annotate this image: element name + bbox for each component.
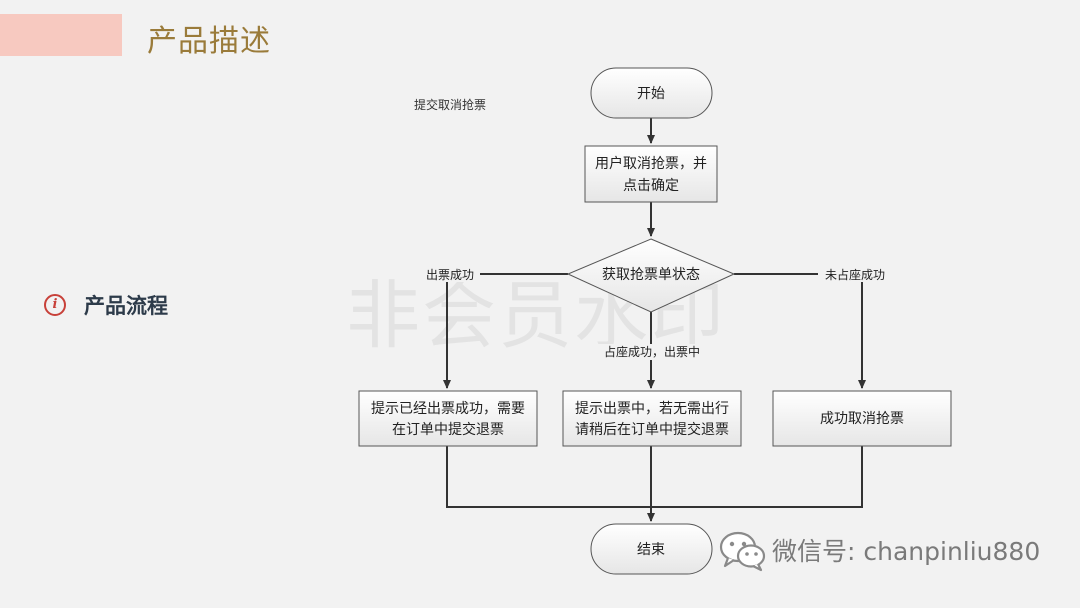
info-icon: i bbox=[44, 294, 66, 316]
result-right-label: 成功取消抢票 bbox=[820, 410, 904, 427]
line-left-to-merge bbox=[446, 446, 651, 508]
result-right-node: 成功取消抢票 bbox=[772, 390, 952, 447]
result-mid-node: 提示出票中，若无需出行 请稍后在订单中提交退票 bbox=[562, 390, 742, 447]
arrow-decision-to-right bbox=[734, 273, 866, 389]
wechat-icon bbox=[719, 531, 766, 572]
result-left-line2: 在订单中提交退票 bbox=[392, 421, 504, 438]
result-left-line1: 提示已经出票成功，需要 bbox=[371, 401, 525, 417]
start-label: 开始 bbox=[637, 86, 665, 102]
end-node: 结束 bbox=[590, 523, 713, 575]
process-cancel-line2: 点击确定 bbox=[623, 178, 679, 194]
start-node: 开始 bbox=[590, 67, 713, 119]
arrow-decision-to-left bbox=[443, 273, 568, 389]
result-mid-line2: 请稍后在订单中提交退票 bbox=[575, 421, 729, 438]
section-heading: i 产品流程 bbox=[44, 290, 168, 320]
flow-connectors bbox=[443, 118, 866, 522]
process-cancel-line1: 用户取消抢票，并 bbox=[595, 155, 707, 172]
wechat-footer: 微信号: chanpinliu880 bbox=[718, 528, 1040, 572]
decision-node: 获取抢票单状态 bbox=[566, 238, 736, 313]
result-mid-line1: 提示出票中，若无需出行 bbox=[575, 401, 729, 417]
process-cancel-node: 用户取消抢票，并 点击确定 bbox=[584, 145, 718, 203]
branch-label-left: 出票成功 bbox=[426, 268, 474, 282]
section-label: 产品流程 bbox=[84, 294, 168, 318]
header-accent-bar bbox=[0, 14, 122, 56]
branch-label-right: 未占座成功 bbox=[825, 267, 885, 282]
wechat-id: 微信号: chanpinliu880 bbox=[772, 537, 1041, 566]
line-right-to-merge bbox=[651, 446, 863, 508]
result-left-node: 提示已经出票成功，需要 在订单中提交退票 bbox=[358, 390, 538, 447]
end-label: 结束 bbox=[637, 542, 665, 558]
decision-label: 获取抢票单状态 bbox=[602, 266, 700, 283]
branch-label-mid: 占座成功，出票中 bbox=[604, 344, 700, 359]
flow-caption: 提交取消抢票 bbox=[414, 98, 487, 112]
page-title: 产品描述 bbox=[147, 24, 271, 59]
